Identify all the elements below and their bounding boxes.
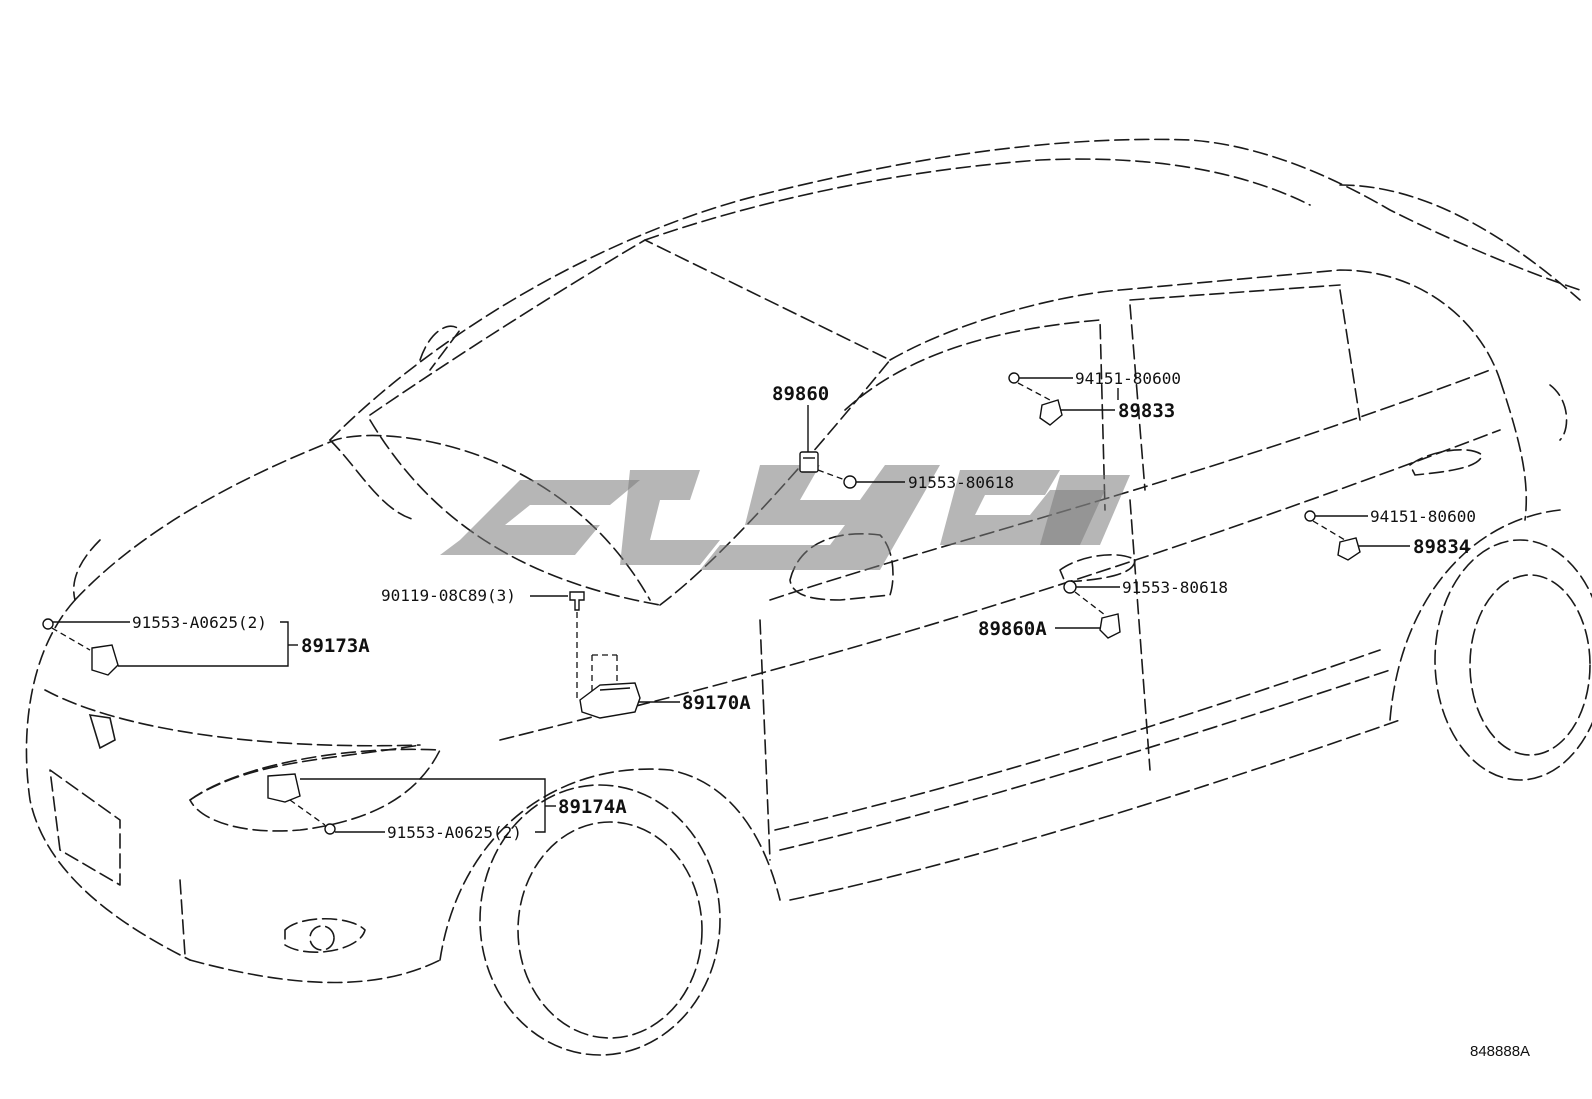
label-90119-08C89: 90119-08C89(3) (381, 586, 516, 605)
part-89174A-sensor (267, 773, 326, 826)
label-94151-80600-right: 94151-80600 (1370, 507, 1476, 526)
watermark-logo (440, 465, 1130, 570)
label-89860A: 89860A (978, 618, 1047, 640)
diagram-reference: 848888A (1470, 1043, 1530, 1060)
label-89174A: 89174A (558, 796, 627, 818)
nut-94151-80600-top (1008, 372, 1051, 401)
label-89170A: 89170A (682, 692, 751, 714)
label-89834: 89834 (1413, 536, 1470, 558)
label-89833: 89833 (1118, 400, 1175, 422)
part-89833-sensor (1039, 399, 1063, 426)
part-89170A-airbag-sensor (579, 682, 641, 719)
part-89860-sensor (799, 451, 819, 473)
label-89173A: 89173A (301, 635, 370, 657)
bolt-91553-A0625-left (42, 618, 91, 651)
label-91553-A0625-bottom: 91553-A0625(2) (387, 823, 522, 842)
part-89173A-sensor (91, 644, 119, 676)
label-91553-80618-door: 91553-80618 (1122, 578, 1228, 597)
car-outline (25, 138, 1592, 1056)
label-89860: 89860 (772, 383, 829, 405)
label-91553-80618-top: 91553-80618 (908, 473, 1014, 492)
bolt-91553-80618-door (1063, 580, 1106, 616)
leader-lines (53, 377, 1410, 833)
bolt-91553-80618-top (817, 469, 857, 489)
part-89834-sensor (1337, 537, 1361, 561)
label-94151-80600-top: 94151-80600 (1075, 369, 1181, 388)
bolt-91553-A0625-bottom (324, 823, 336, 835)
label-91553-A0625-left: 91553-A0625(2) (132, 613, 267, 632)
part-89860A-sensor (1099, 613, 1121, 639)
